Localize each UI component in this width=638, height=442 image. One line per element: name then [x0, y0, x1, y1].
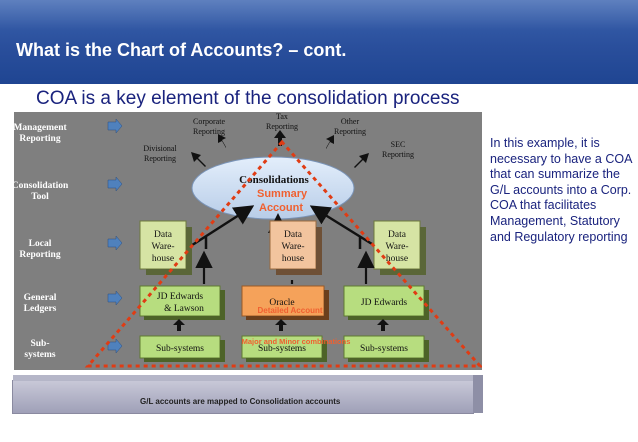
mapping-bar [12, 375, 483, 414]
report-arrow-icon [326, 135, 334, 149]
row-arrow-icon [107, 235, 123, 251]
ledger-label-3: JD Edwards [361, 298, 407, 308]
row-arrow-icon [107, 338, 123, 354]
mapping-caption: G/L accounts are mapped to Consolidation… [140, 397, 341, 406]
subsystem-label-3: Sub-systems [360, 344, 408, 354]
ledger-label-2: Oracle [269, 298, 294, 308]
connector-right [314, 208, 381, 251]
slide-title: What is the Chart of Accounts? – cont. [16, 40, 347, 60]
ledger-jd-edwards [343, 285, 425, 317]
major-minor-label: Major and Minor combinations [242, 337, 351, 346]
row-arrow-icon [107, 118, 123, 134]
up-arrow-icon [173, 319, 185, 331]
slide-subtitle: COA is a key element of the consolidatio… [36, 88, 460, 109]
data-warehouse-1 [139, 220, 187, 270]
row-label-subsystems: Sub-systems [24, 339, 55, 360]
ledger-jd-edwards-lawson [139, 285, 221, 317]
report-arrow-icon [274, 130, 286, 146]
report-arrow-icon [218, 134, 226, 148]
description-text: In this example, it is necessary to have… [490, 136, 632, 244]
subsystem-label-2: Sub-systems [258, 344, 306, 354]
report-arrow-icon [354, 153, 369, 168]
slide-header [0, 0, 638, 84]
up-arrow-icon [275, 319, 287, 331]
subsystem-label-1: Sub-systems [156, 344, 204, 354]
up-arrow-icon [377, 319, 389, 331]
ledger-oracle [241, 285, 325, 317]
detailed-account-label: Detailed Account [257, 306, 322, 315]
consolidations-label: Consolidations [239, 174, 309, 186]
row-arrow-icon [107, 290, 123, 306]
report-arrow-icon [191, 152, 206, 167]
row-arrow-icon [107, 176, 123, 192]
ledger-label-1: JD Edwards& Lawson [157, 292, 204, 314]
